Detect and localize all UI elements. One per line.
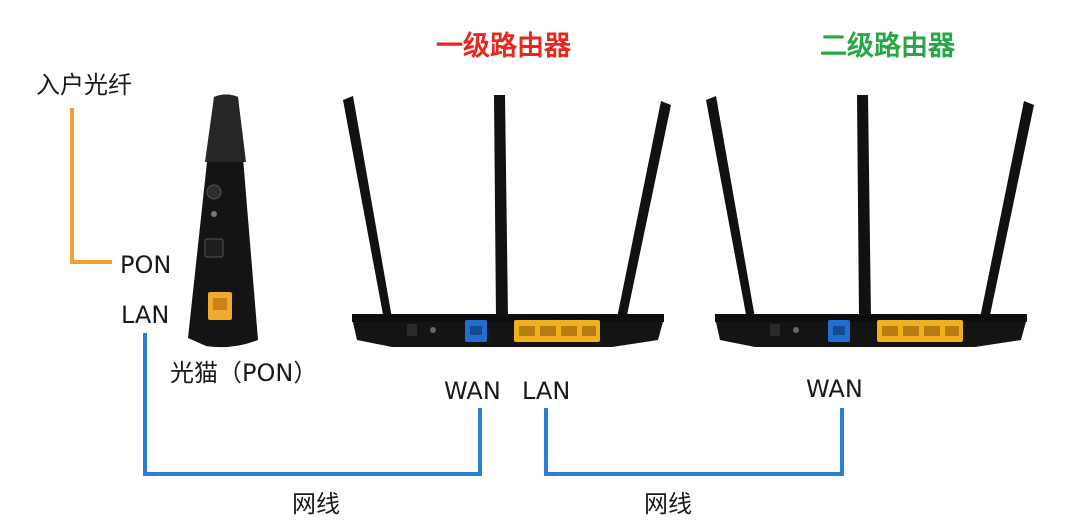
fiber-line — [70, 108, 112, 264]
router-1-wan-label: WAN — [444, 377, 501, 405]
router-1-antenna-right — [617, 101, 671, 320]
router-2-title: 二级路由器 — [820, 31, 955, 62]
router-1-title: 一级路由器 — [436, 31, 571, 62]
router-1-lan-label: LAN — [522, 377, 571, 405]
router-1-antenna-left — [343, 96, 392, 320]
modem-lan-label: LAN — [121, 301, 170, 329]
router-1-antenna-middle — [494, 95, 508, 318]
router-2-antenna-right — [980, 101, 1034, 320]
cable-router1-to-router2 — [544, 408, 844, 476]
router-2-lan-ports — [877, 320, 963, 342]
cable-1-label: 网线 — [292, 490, 340, 518]
modem-label: 光猫（PON） — [170, 359, 318, 387]
router-2-antenna-left — [706, 96, 755, 320]
cable-modem-to-router1 — [143, 333, 482, 476]
cable-2-label: 网线 — [644, 490, 692, 518]
router-2 — [706, 95, 1034, 347]
pon-port-label: PON — [120, 251, 172, 279]
optical-modem — [188, 94, 258, 348]
router-1 — [343, 95, 671, 347]
router-2-antenna-middle — [857, 95, 871, 318]
router-1-lan-ports — [514, 320, 600, 342]
router-2-wan-label: WAN — [806, 375, 863, 403]
fiber-in-label: 入户光纤 — [36, 71, 132, 99]
